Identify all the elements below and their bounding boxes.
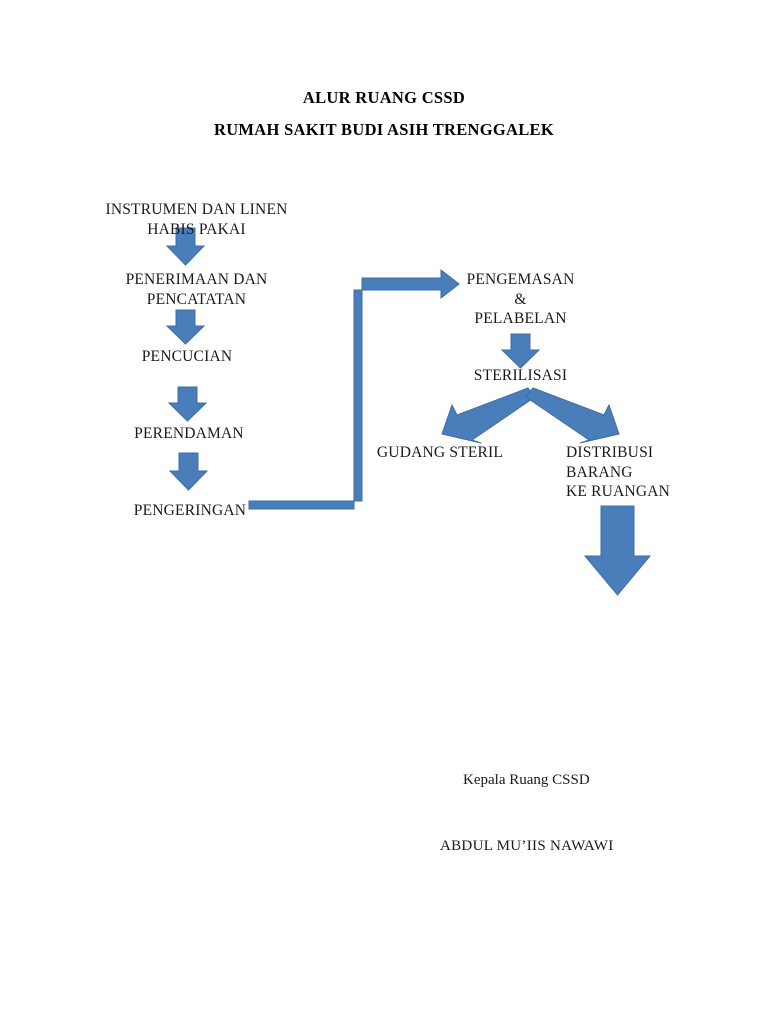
- page-title-line-1: ALUR RUANG CSSD: [302, 88, 466, 107]
- diagonal-arrow-sterilisasi-to-gudang: [441, 387, 536, 444]
- flow-node-pengeringan: PENGERINGAN: [133, 502, 247, 519]
- flow-node-perendaman: PERENDAMAN: [134, 425, 244, 442]
- flow-node-distribusi: DISTRIBUSI BARANG KE RUANGAN: [566, 444, 671, 500]
- down-arrow-penerimaan-to-pencucian: [165, 309, 206, 345]
- flow-node-pengemasan: PENGEMASAN & PELABELAN: [466, 271, 575, 327]
- large-down-arrow-distribusi-output: [583, 505, 652, 596]
- diagonal-arrow-sterilisasi-to-distribusi: [525, 387, 620, 444]
- flow-node-gudang-steril: GUDANG STERIL: [376, 444, 504, 461]
- down-arrow-pengemasan-to-sterilisasi: [500, 333, 541, 369]
- flow-node-sterilisasi: STERILISASI: [473, 367, 568, 384]
- signature-name: ABDUL MU’IIS NAWAWI: [440, 838, 614, 854]
- signature-role: Kepala Ruang CSSD: [463, 772, 590, 788]
- page-title-line-2: RUMAH SAKIT BUDI ASIH TRENGGALEK: [214, 120, 554, 139]
- flow-node-pencucian: PENCUCIAN: [141, 348, 233, 365]
- down-arrow-perendaman-to-pengeringan: [168, 452, 209, 491]
- flow-node-instrumen: INSTRUMEN DAN LINEN HABIS PAKAI: [105, 201, 288, 238]
- down-arrow-pencucian-to-perendaman: [167, 386, 208, 422]
- flow-node-penerimaan: PENERIMAAN DAN PENCATATAN: [125, 271, 268, 308]
